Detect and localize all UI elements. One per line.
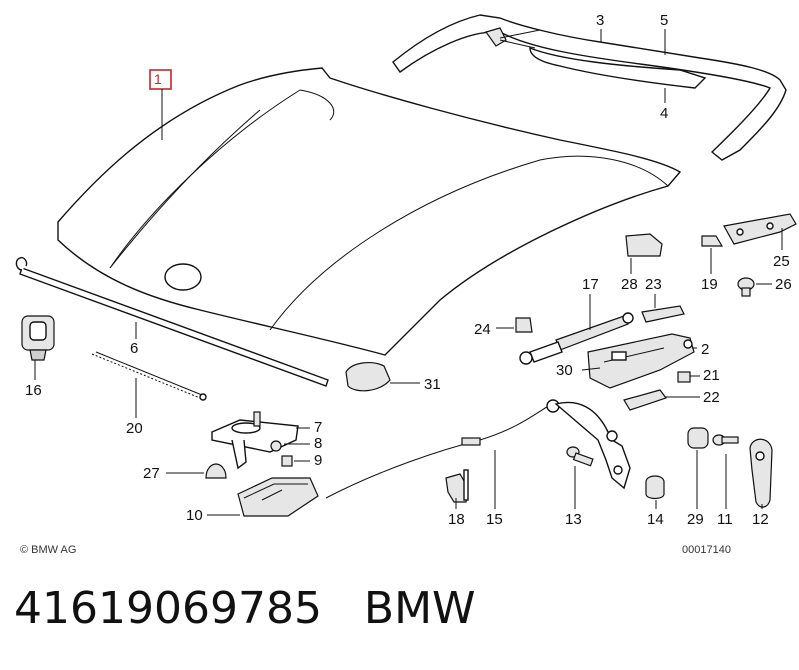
label-1-highlight-box — [149, 69, 172, 90]
label-23: 23 — [645, 276, 662, 293]
buffer-27 — [205, 463, 227, 479]
clip-19 — [701, 235, 724, 247]
label-14: 14 — [647, 511, 664, 528]
label-21: 21 — [703, 367, 720, 384]
label-27: 27 — [143, 465, 160, 482]
label-19: 19 — [701, 276, 718, 293]
label-22: 22 — [703, 389, 720, 406]
screw-26 — [737, 277, 755, 297]
label-15: 15 — [486, 511, 503, 528]
sleeve-29 — [687, 427, 709, 449]
label-25: 25 — [773, 253, 790, 270]
label-28: 28 — [621, 276, 638, 293]
part-number-caption: 41619069785 BMW — [14, 583, 476, 634]
copyright-text: © BMW AG — [20, 544, 76, 556]
bracket-25 — [723, 213, 797, 245]
brand-name: BMW — [363, 583, 476, 634]
clip-24 — [515, 317, 533, 333]
bracket-18 — [445, 469, 469, 503]
label-29: 29 — [687, 511, 704, 528]
label-5: 5 — [660, 12, 668, 29]
hood-panel — [57, 67, 682, 356]
plate-22 — [623, 389, 667, 411]
seal-strips — [392, 14, 787, 161]
label-1: 1 — [154, 71, 162, 87]
label-26: 26 — [775, 276, 792, 293]
cable-15 — [325, 399, 560, 499]
hinge-2 — [587, 333, 695, 389]
screw-21 — [677, 371, 691, 383]
release-lever — [554, 401, 631, 490]
screw-13 — [566, 446, 594, 467]
label-16: 16 — [25, 382, 42, 399]
label-17: 17 — [582, 276, 599, 293]
label-7: 7 — [314, 419, 322, 436]
drawing-number: 00017140 — [682, 544, 731, 556]
handle-12 — [749, 438, 773, 508]
clip-23 — [641, 305, 685, 323]
grommet-16 — [21, 315, 55, 361]
part-number: 41619069785 — [14, 583, 322, 634]
label-31: 31 — [424, 376, 441, 393]
label-9: 9 — [314, 452, 322, 469]
label-18: 18 — [448, 511, 465, 528]
label-6: 6 — [130, 340, 138, 357]
label-24: 24 — [474, 321, 491, 338]
cap-31 — [345, 362, 391, 392]
label-2: 2 — [701, 341, 709, 358]
label-13: 13 — [565, 511, 582, 528]
label-30: 30 — [556, 362, 573, 379]
label-11: 11 — [717, 511, 733, 528]
label-12: 12 — [752, 511, 769, 528]
parts-diagram: 1 3 5 4 6 16 20 31 — [15, 12, 797, 556]
rod-20 — [91, 351, 207, 401]
buffer-14 — [645, 475, 665, 500]
gas-strut-17 — [519, 312, 634, 365]
block-28 — [625, 233, 663, 257]
bolt-11 — [712, 434, 739, 446]
label-4: 4 — [660, 105, 668, 122]
label-8: 8 — [314, 435, 322, 452]
label-20: 20 — [126, 420, 143, 437]
lock-assembly — [211, 411, 319, 517]
label-10: 10 — [186, 507, 203, 524]
label-3: 3 — [596, 12, 604, 29]
seal-rod-6 — [15, 256, 329, 387]
